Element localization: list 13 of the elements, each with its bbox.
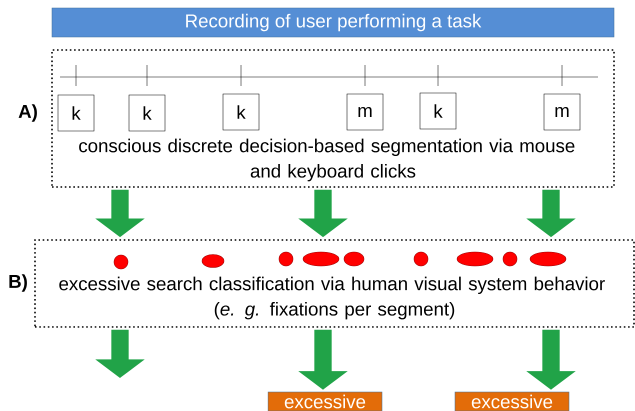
title-bar: Recording of user performing a task [52, 8, 614, 38]
caption-text: conscious discrete decision-based segmentation via mouse and keyboard clicks [79, 138, 574, 182]
result-box: excessive [268, 392, 382, 411]
key-box: k [128, 94, 166, 132]
key-box: m [544, 94, 580, 130]
caption-text: excessive search classification via human visual system behavior (e. g. fixations per segment) [59, 276, 605, 320]
key-box: m [346, 94, 384, 130]
key-box: k [58, 94, 94, 132]
section-label: B) [9, 274, 27, 292]
section-label: A) [18, 104, 37, 122]
key-box: k [420, 92, 456, 130]
key-box: k [222, 94, 260, 130]
result-box: excessive [454, 392, 570, 411]
